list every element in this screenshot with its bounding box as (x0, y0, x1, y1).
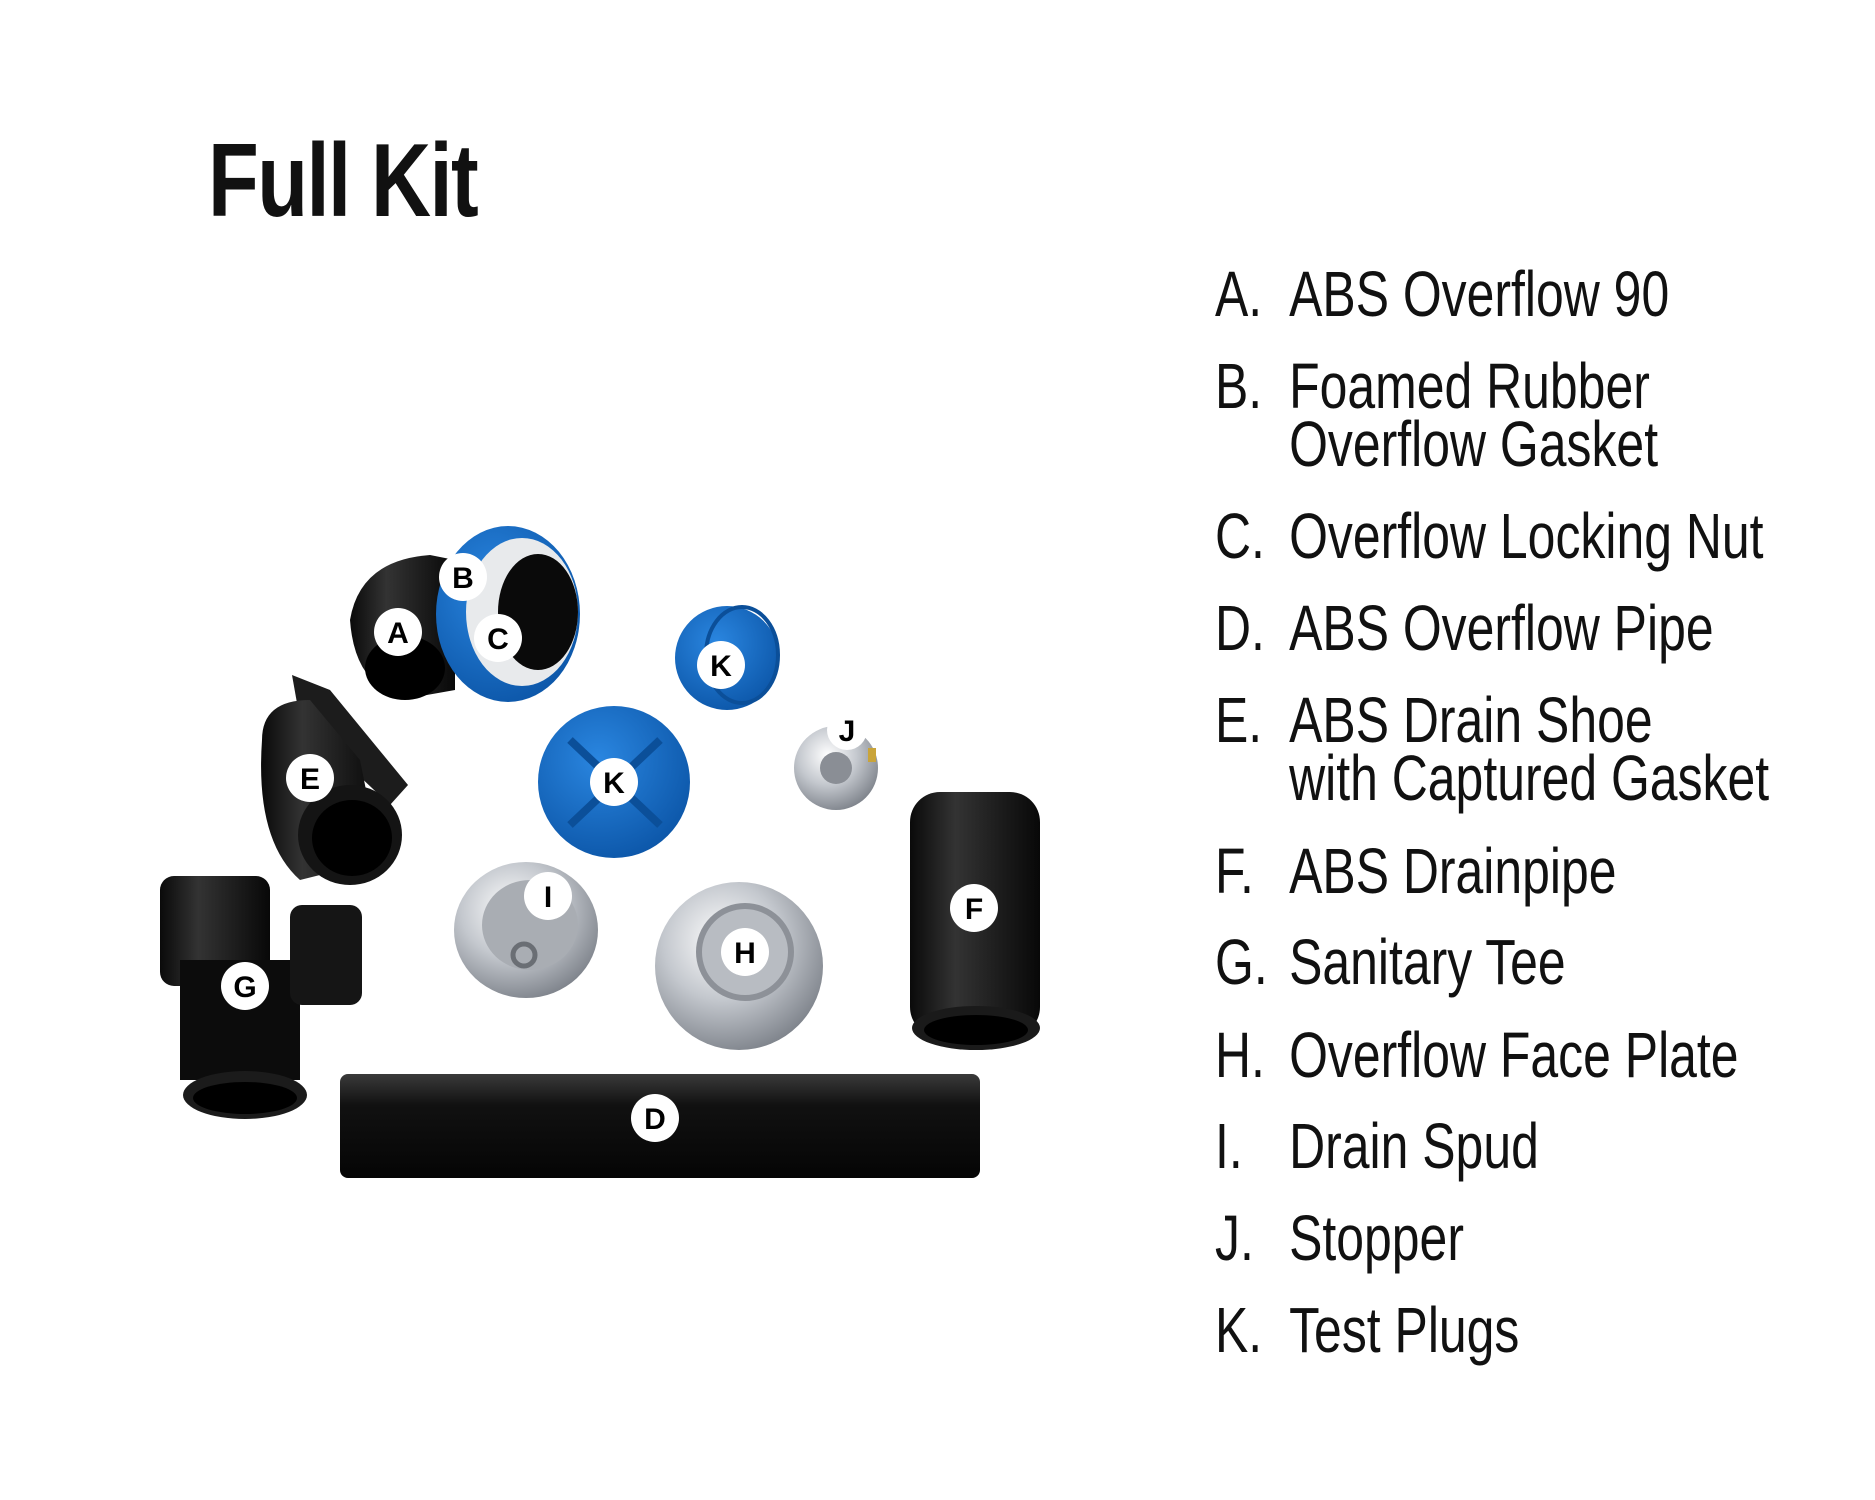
svg-text:G: G (233, 971, 256, 1004)
abs-drain-shoe (261, 675, 408, 885)
callout-c: C (474, 614, 522, 662)
svg-text:K: K (710, 650, 732, 683)
svg-text:A: A (387, 617, 409, 650)
callout-e: E (286, 754, 334, 802)
svg-text:H: H (734, 937, 756, 970)
legend-item-h: H.Overflow Face Plate (1215, 1019, 1739, 1091)
svg-text:C: C (487, 623, 509, 656)
svg-text:I: I (544, 881, 552, 914)
callout-g: G (221, 962, 269, 1010)
svg-text:E: E (300, 763, 320, 796)
legend-item-f: F.ABS Drainpipe (1215, 835, 1617, 907)
legend-item-i: I.Drain Spud (1215, 1110, 1539, 1182)
page-title: Full Kit (208, 123, 479, 239)
legend-item-g: G.Sanitary Tee (1215, 926, 1566, 998)
overflow-gasket-and-nut (436, 526, 580, 702)
legend-item-k: K.Test Plugs (1215, 1294, 1520, 1366)
svg-text:F: F (965, 893, 983, 926)
svg-text:J: J (839, 715, 856, 748)
legend-item-a: A.ABS Overflow 90 (1215, 258, 1670, 330)
callout-h: H (721, 928, 769, 976)
callout-i: I (524, 872, 572, 920)
legend-item-j: J.Stopper (1215, 1202, 1464, 1274)
callout-k-large: K (590, 758, 638, 806)
callout-b: B (439, 553, 487, 601)
svg-text:D: D (644, 1103, 666, 1136)
legend-item-d: D.ABS Overflow Pipe (1215, 592, 1714, 664)
callout-d: D (631, 1094, 679, 1142)
svg-text:K: K (603, 767, 625, 800)
drain-spud (454, 862, 598, 998)
legend-item-c: C.Overflow Locking Nut (1215, 500, 1764, 572)
callout-j: J (827, 710, 867, 750)
callout-a: A (374, 608, 422, 656)
svg-text:B: B (452, 562, 474, 595)
callout-k-small: K (697, 641, 745, 689)
callout-f: F (950, 884, 998, 932)
